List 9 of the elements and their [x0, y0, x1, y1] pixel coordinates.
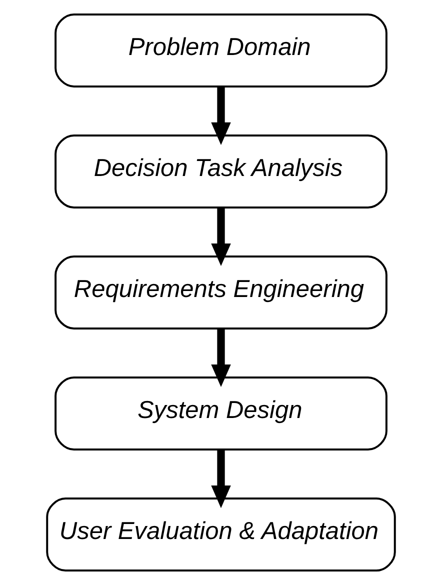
node-box: Problem Domain: [54, 13, 387, 88]
node-box: Decision Task Analysis: [54, 134, 387, 208]
arrow: [210, 208, 230, 266]
arrow: [210, 86, 230, 145]
arrow: [210, 328, 230, 388]
node-box: User Evaluation & Adaptation: [46, 498, 396, 572]
node-box: Requirements Engineering: [54, 256, 387, 330]
arrow: [210, 450, 230, 508]
node-box: System Design: [54, 376, 387, 451]
